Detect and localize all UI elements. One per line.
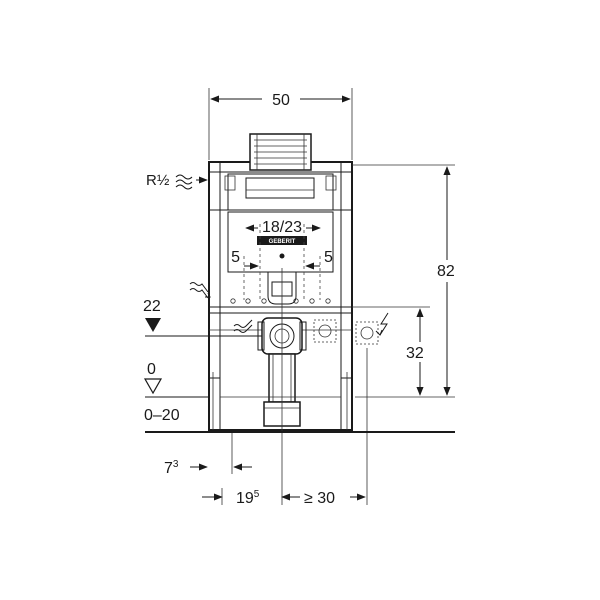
water-wave-icon	[175, 174, 193, 190]
reference-lines	[208, 88, 455, 505]
supply-connection-label: R½	[146, 172, 170, 189]
dim-left-a: 73	[164, 459, 179, 477]
lightning-icon	[375, 312, 389, 336]
water-flow-icon	[189, 282, 211, 299]
dim-level-upper: 22	[143, 298, 161, 315]
dimension-arrows	[190, 95, 451, 505]
level-marker-floor	[143, 378, 163, 395]
dim-spacing-center: 18/23	[262, 219, 302, 236]
water-flow-icon-inner	[233, 319, 253, 333]
dim-height-connection: 32	[406, 345, 424, 362]
dim-offset-right: 5	[324, 249, 333, 266]
electrical-box-inner	[313, 319, 337, 343]
floor-levels	[145, 335, 455, 433]
brand-badge: GEBERIT	[257, 236, 307, 245]
dim-floor-range: 0–20	[144, 407, 180, 424]
dim-height-total: 82	[437, 263, 455, 280]
level-marker-upper	[145, 318, 161, 332]
dim-left-b: 195	[236, 489, 260, 507]
dim-width-top: 50	[272, 92, 290, 109]
brand-label: GEBERIT	[269, 239, 296, 245]
dim-right: ≥ 30	[304, 490, 335, 507]
dim-offset-left: 5	[231, 249, 240, 266]
dim-level-floor: 0	[147, 361, 156, 378]
flush-pipe-top	[249, 133, 312, 171]
electrical-box-outer	[355, 321, 379, 345]
